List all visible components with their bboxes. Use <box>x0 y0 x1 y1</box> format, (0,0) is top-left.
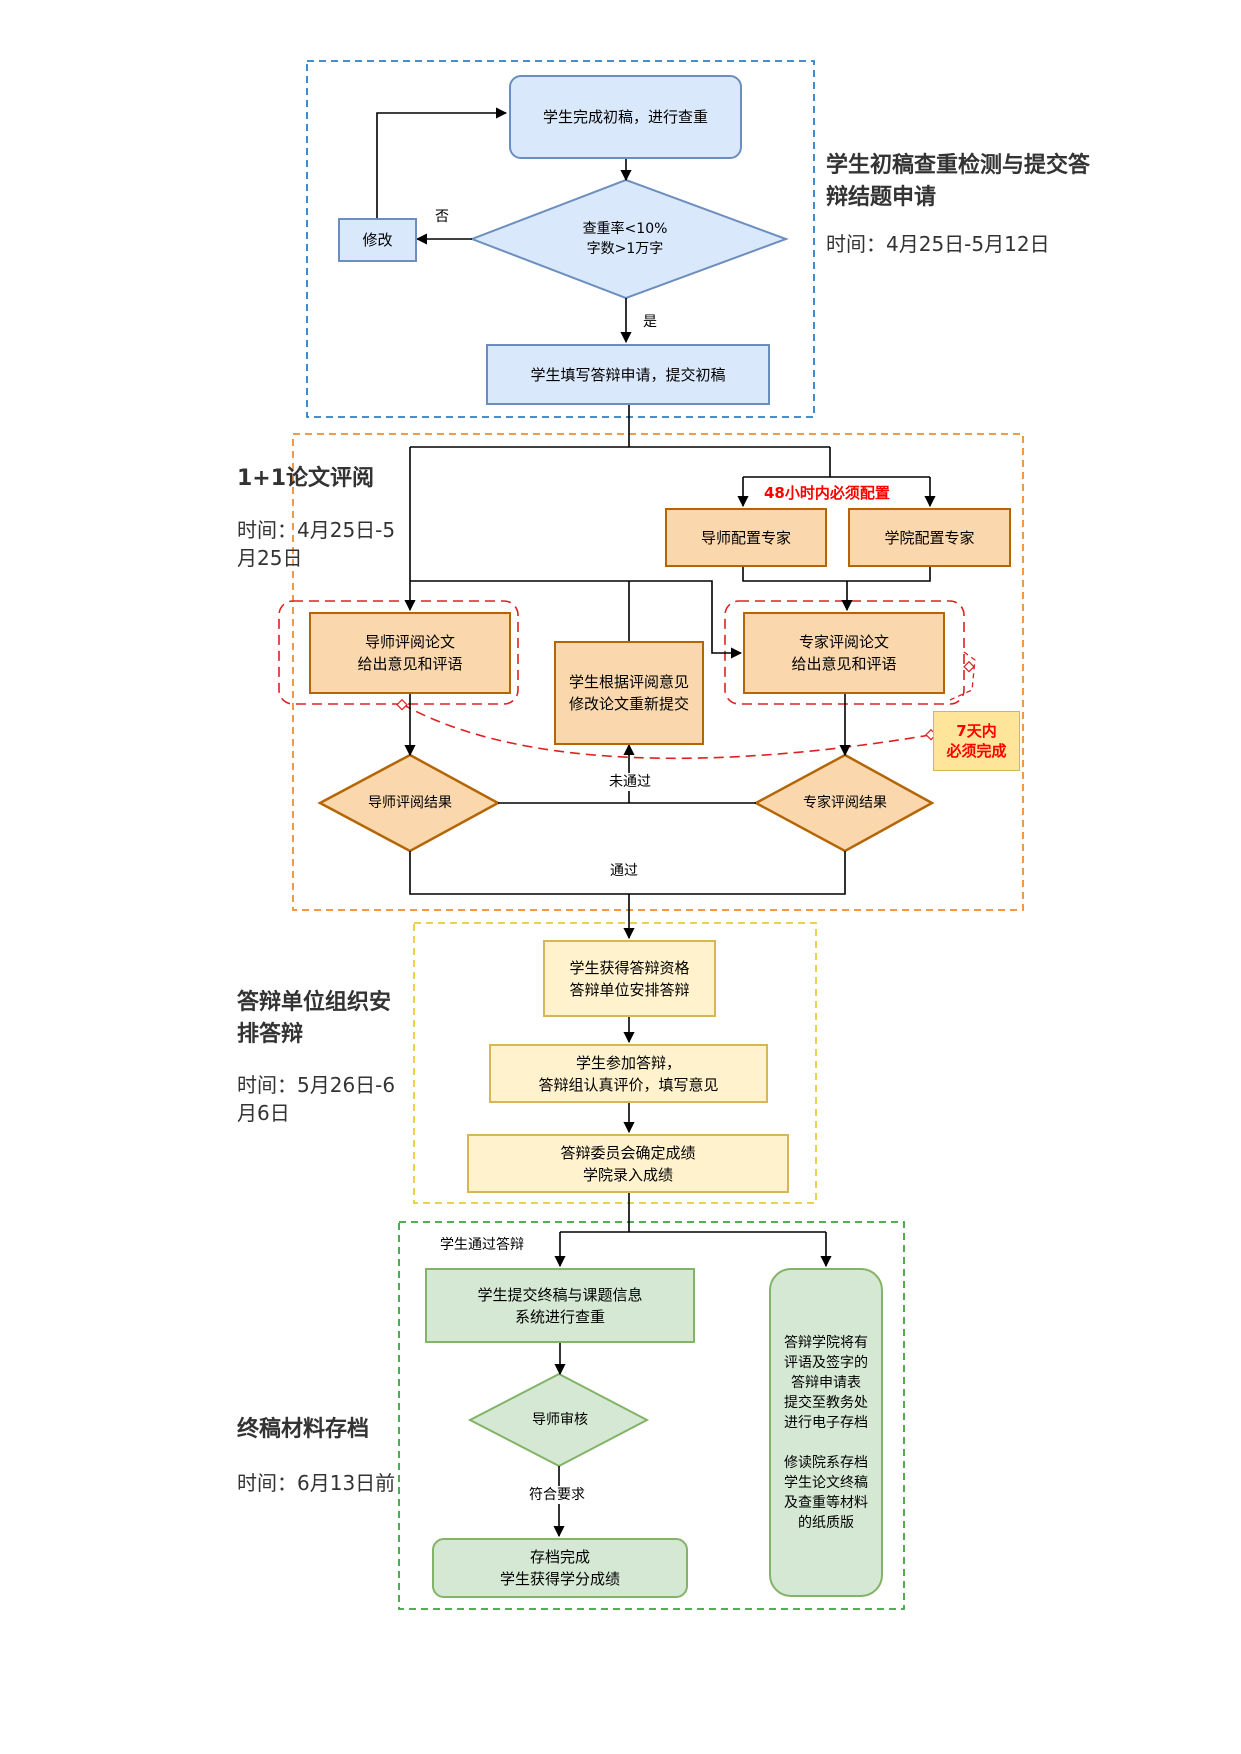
stage1-time: 时间：4月25日-5月12日 <box>826 232 1050 256</box>
revise-node[interactable]: 修改 <box>338 218 417 262</box>
fill-application-node[interactable]: 学生填写答辩申请，提交初稿 <box>486 344 770 405</box>
edge-revise-to-reviews <box>410 580 741 653</box>
edge-to-assign <box>743 447 930 478</box>
college-archive-node[interactable]: 答辩学院将有 评语及签字的 答辩申请表 提交至教务处 进行电子存档 修读院系存档… <box>769 1268 883 1597</box>
edge-committee-split <box>560 1193 826 1233</box>
advisor-audit-node[interactable]: 导师审核 <box>532 1412 588 1428</box>
note-7days: 7天内 必须完成 <box>933 711 1020 771</box>
advisor-assign-node[interactable]: 导师配置专家 <box>665 508 827 567</box>
stage2-frame <box>292 433 1024 911</box>
label-not-passed: 未通过 <box>607 773 653 791</box>
deadline-link-right <box>949 651 976 701</box>
stage3-frame <box>413 922 817 1204</box>
college-assign-node[interactable]: 学院配置专家 <box>848 508 1011 567</box>
note-48h: 48小时内必须配置 <box>764 484 890 502</box>
deadline-handle <box>396 698 408 711</box>
expert-result-node[interactable]: 专家评阅结果 <box>803 795 887 811</box>
stage3-time: 时间：5月26日-6月6日 <box>237 1073 396 1125</box>
label-meets-requirements: 符合要求 <box>527 1486 587 1504</box>
label-passed: 通过 <box>610 863 638 879</box>
stage2-title: 1+1论文评阅 <box>237 466 375 491</box>
committee-grade-node[interactable]: 答辩委员会确定成绩 学院录入成绩 <box>467 1134 789 1193</box>
label-no: 否 <box>435 209 449 225</box>
attend-defense-node[interactable]: 学生参加答辩， 答辩组认真评价，填写意见 <box>489 1044 768 1103</box>
label-student-passed-defense: 学生通过答辩 <box>440 1237 524 1253</box>
submit-final-node[interactable]: 学生提交终稿与课题信息 系统进行查重 <box>425 1268 695 1343</box>
stage4-title: 终稿材料存档 <box>237 1417 370 1442</box>
get-qualification-node[interactable]: 学生获得答辩资格 答辩单位安排答辩 <box>543 940 716 1017</box>
first-draft-node[interactable]: 学生完成初稿，进行查重 <box>509 75 742 159</box>
archive-done-node[interactable]: 存档完成 学生获得学分成绩 <box>432 1538 688 1598</box>
stage2-time: 时间：4月25日-5月25日 <box>237 518 396 570</box>
expert-review-node[interactable]: 专家评阅论文 给出意见和评语 <box>743 612 945 694</box>
deadline-handle <box>963 660 975 673</box>
advisor-review-node[interactable]: 导师评阅论文 给出意见和评语 <box>309 612 511 694</box>
edge-split <box>410 405 830 448</box>
edge-passed <box>409 851 846 938</box>
stage4-time: 时间：6月13日前 <box>237 1471 396 1495</box>
edge-assign-join <box>742 567 931 610</box>
stage3-title: 答辩单位组织安排答辩 <box>237 990 392 1047</box>
check-condition-node[interactable]: 查重率<10% 字数>1万字 <box>582 221 668 257</box>
edge-revise-back <box>376 107 508 218</box>
advisor-result-node[interactable]: 导师评阅结果 <box>368 795 452 811</box>
stage1-title: 学生初稿查重检测与提交答辩结题申请 <box>826 153 1091 210</box>
label-yes: 是 <box>643 314 657 330</box>
stage4-frame <box>398 1221 905 1610</box>
stage1-frame <box>306 60 815 418</box>
student-revise-node[interactable]: 学生根据评阅意见 修改论文重新提交 <box>554 641 704 745</box>
